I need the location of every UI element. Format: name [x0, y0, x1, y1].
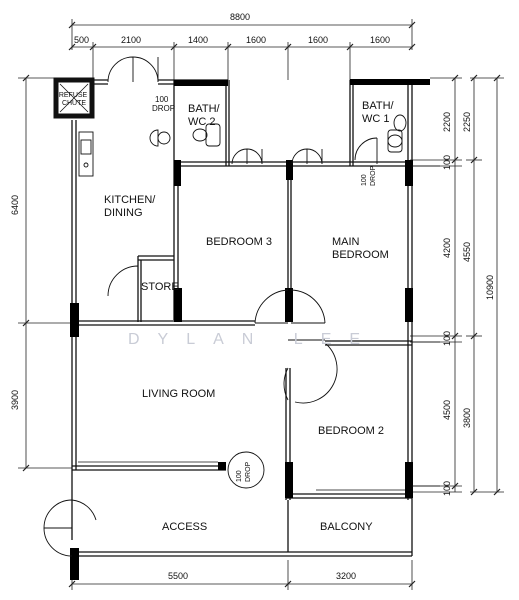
bedroom-2-label: BEDROOM 2: [318, 425, 384, 437]
dim-left: 3900: [10, 390, 20, 410]
kitchen-dining-label: KITCHEN/ DINING: [104, 194, 158, 219]
drop-label: 100 DROP: [152, 95, 175, 113]
living-room-label: LIVING ROOM: [142, 388, 215, 400]
dim-right-mid: 2250: [462, 112, 472, 132]
basin-icon: [149, 129, 171, 147]
main-bedroom-label: MAIN BEDROOM: [332, 236, 389, 261]
dim-right-inner: 100: [442, 331, 452, 346]
dim-top-segment: 2100: [121, 35, 141, 45]
dim-right-inner: 2200: [442, 112, 452, 132]
dim-right-inner: 4200: [442, 238, 452, 258]
dim-top-segment: 1600: [246, 35, 266, 45]
drop-labels: 100 DROP 100 DROP 100 DROP: [152, 95, 377, 482]
dim-top-segment: 1600: [308, 35, 328, 45]
fixtures: [78, 114, 407, 177]
dim-right-total: 10900: [485, 275, 495, 300]
structural-columns: [70, 79, 430, 580]
dim-top-total: 8800: [230, 12, 250, 22]
dim-right-inner: 100: [442, 155, 452, 170]
store-label: STORE: [141, 281, 179, 293]
dim-top-segment: 1400: [188, 35, 208, 45]
dim-right-mid: 4550: [462, 242, 472, 262]
dim-right-inner: 4500: [442, 400, 452, 420]
access-label: ACCESS: [162, 521, 207, 533]
dim-top-segment: 1600: [370, 35, 390, 45]
bedroom-3-label: BEDROOM 3: [206, 236, 272, 248]
dim-right-mid: 3800: [462, 408, 472, 428]
bath-wc-1-label: BATH/ WC 1: [362, 100, 397, 125]
basin-icon: [393, 114, 407, 132]
dim-left: 6400: [10, 195, 20, 215]
walls: [53, 77, 440, 580]
dimension-labels: 8800 500 2100 1400 1600 1600 1600 5500 3…: [10, 12, 495, 581]
dim-bottom-segment: 3200: [336, 571, 356, 581]
bath-wc-2-label: BATH/ WC 2: [188, 103, 223, 128]
dim-right-inner: 100: [442, 481, 452, 496]
sink-icon: [78, 131, 94, 177]
doors: [43, 56, 378, 557]
toilet-icon: [192, 123, 221, 147]
watermark: DYLAN LEE: [128, 331, 378, 348]
refuse-chute-label: REFUSE CHUTE: [59, 92, 89, 107]
room-labels: REFUSE CHUTE BATH/ WC 2 BATH/ WC 1 KITCH…: [59, 92, 397, 533]
drop-label: 100 DROP: [236, 461, 252, 482]
dimension-lines: [18, 19, 504, 590]
balcony-label: BALCONY: [320, 521, 373, 533]
toilet-icon: [387, 129, 403, 153]
windows: [78, 165, 440, 495]
dim-bottom-segment: 5500: [168, 571, 188, 581]
refuse-chute-box: [53, 77, 95, 119]
dim-top-segment: 500: [74, 35, 89, 45]
drop-label: 100 DROP: [361, 165, 377, 186]
